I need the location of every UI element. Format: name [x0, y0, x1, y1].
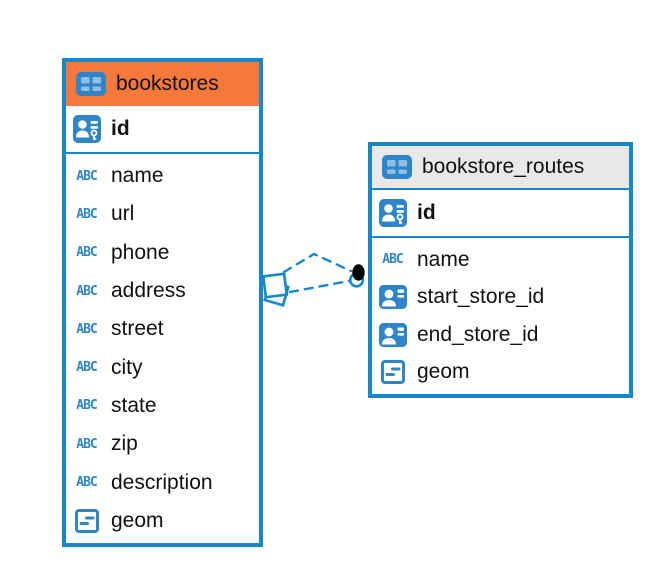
column-name: start_store_id — [417, 285, 545, 309]
column-row-city[interactable]: ABC city — [66, 348, 259, 386]
column-name: name — [111, 164, 164, 188]
table-title: bookstores — [116, 72, 219, 95]
text-icon: ABC — [76, 245, 97, 261]
column-row-phone[interactable]: ABC phone — [66, 234, 259, 272]
text-icon: ABC — [76, 436, 97, 452]
column-name: end_store_id — [417, 322, 539, 346]
column-row-start-store-id[interactable]: start_store_id — [372, 279, 629, 317]
table-bookstores[interactable]: bookstores id ABC name ABC url — [62, 58, 263, 547]
column-name: phone — [111, 240, 170, 264]
table-header-bookstores[interactable]: bookstores — [66, 62, 259, 106]
column-row-state[interactable]: ABC state — [66, 387, 259, 425]
primary-key-icon — [377, 199, 408, 227]
geometry-icon — [71, 508, 102, 533]
column-row-id[interactable]: id — [372, 190, 629, 238]
column-name: geom — [111, 508, 164, 532]
text-icon: ABC — [76, 321, 97, 337]
table-header-bookstore-routes[interactable]: bookstore_routes — [372, 146, 629, 190]
column-name: street — [111, 317, 164, 341]
column-row-street[interactable]: ABC street — [66, 310, 259, 348]
column-name: id — [111, 117, 130, 140]
column-row-description[interactable]: ABC description — [66, 463, 259, 501]
column-list: ABC name start_store_id — [372, 238, 629, 394]
column-row-id[interactable]: id — [66, 106, 259, 154]
table-bookstore-routes[interactable]: bookstore_routes id ABC name — [368, 142, 633, 398]
column-row-name[interactable]: ABC name — [372, 241, 629, 279]
column-row-geom[interactable]: geom — [372, 354, 629, 392]
text-icon: ABC — [76, 283, 97, 299]
column-row-address[interactable]: ABC address — [66, 272, 259, 310]
reference-icon — [377, 322, 408, 347]
primary-key-icon — [71, 115, 102, 143]
column-row-url[interactable]: ABC url — [66, 195, 259, 233]
table-icon — [75, 72, 106, 96]
table-title: bookstore_routes — [422, 155, 585, 178]
overlapping-squares-marker[interactable] — [261, 272, 290, 307]
column-name: geom — [417, 360, 470, 384]
relation-line-lower[interactable] — [288, 279, 351, 294]
text-icon: ABC — [76, 360, 97, 376]
column-name: id — [417, 201, 436, 224]
column-row-name[interactable]: ABC name — [66, 157, 259, 195]
column-name: state — [111, 393, 157, 417]
column-name: city — [111, 355, 143, 379]
text-icon: ABC — [76, 168, 97, 184]
text-icon: ABC — [382, 252, 403, 268]
text-icon: ABC — [76, 475, 97, 491]
reference-icon — [377, 285, 408, 310]
text-icon: ABC — [76, 398, 97, 414]
column-list: ABC name ABC url ABC phone ABC address A… — [66, 154, 259, 543]
column-name: name — [417, 247, 470, 271]
table-icon — [381, 155, 412, 179]
column-name: description — [111, 470, 213, 494]
column-name: zip — [111, 432, 138, 456]
column-name: url — [111, 202, 135, 226]
relation-line-upper[interactable] — [282, 252, 353, 274]
filled-dot-marker[interactable] — [348, 264, 365, 288]
column-row-end-store-id[interactable]: end_store_id — [372, 316, 629, 354]
geometry-icon — [377, 360, 408, 385]
text-icon: ABC — [76, 206, 97, 222]
column-row-zip[interactable]: ABC zip — [66, 425, 259, 463]
column-name: address — [111, 279, 186, 303]
column-row-geom[interactable]: geom — [66, 502, 259, 540]
